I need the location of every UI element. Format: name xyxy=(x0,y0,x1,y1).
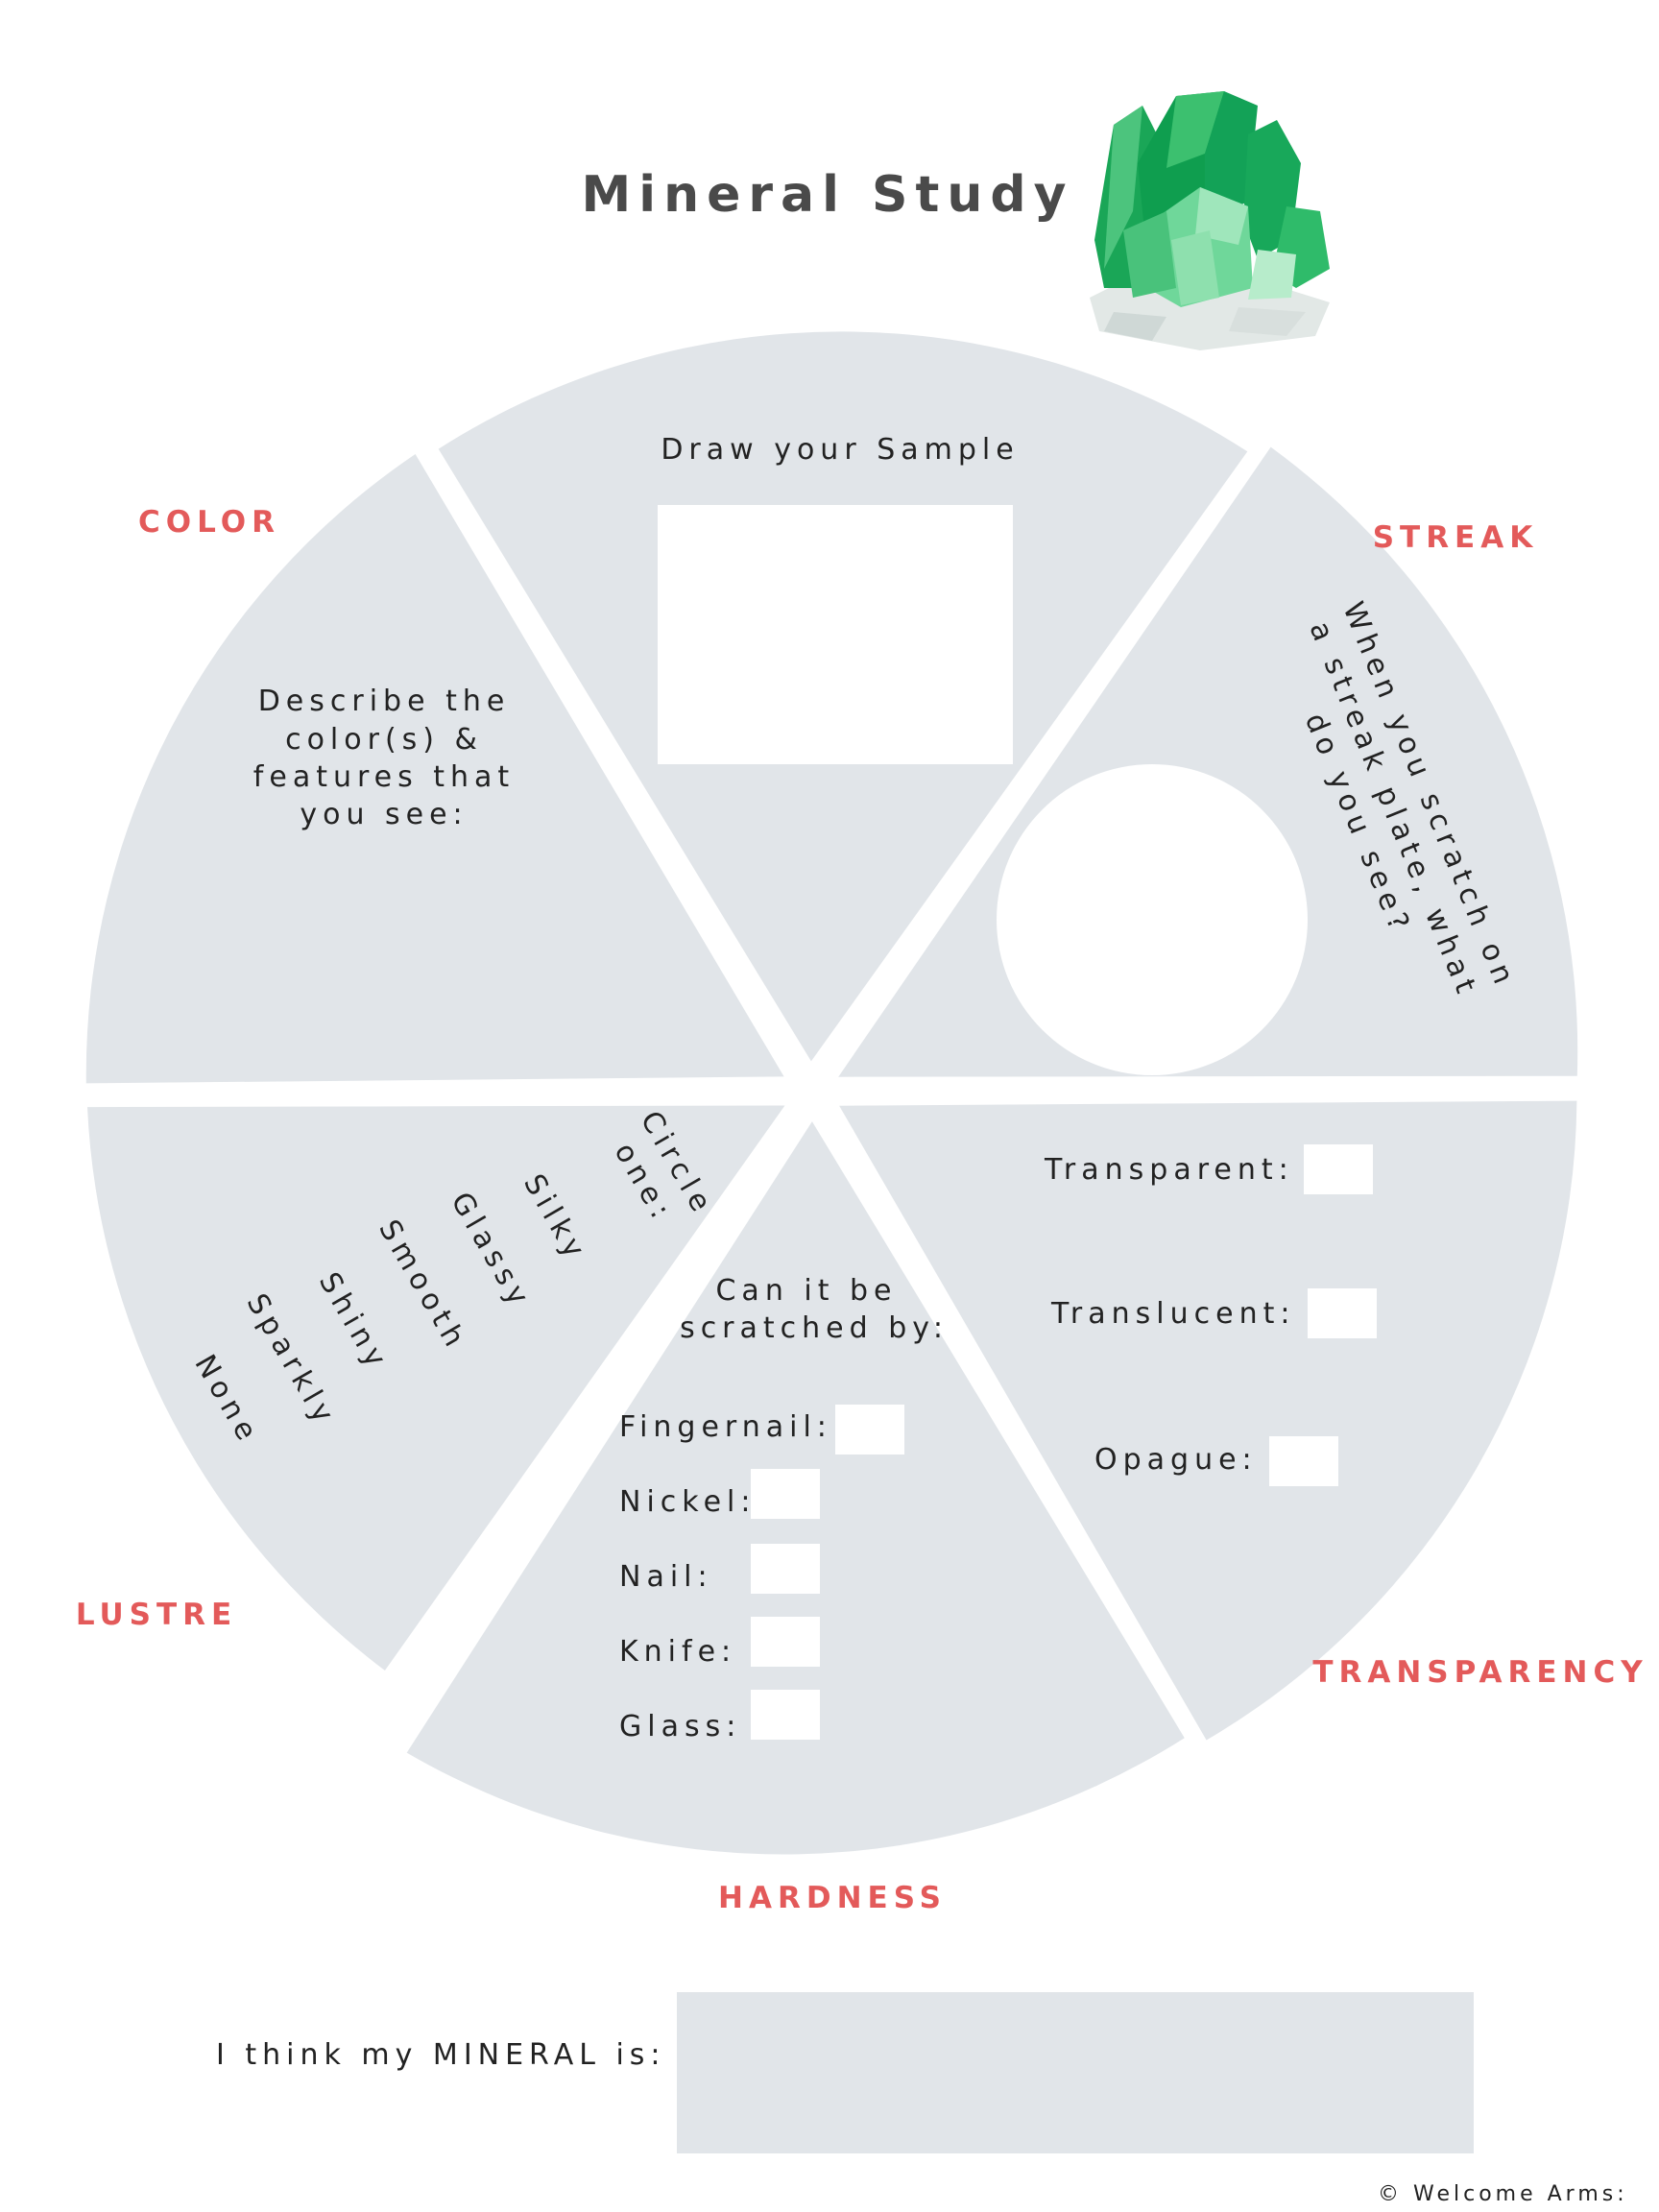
wedge-hardness xyxy=(406,1121,1185,1855)
color-prompt-line: you see: xyxy=(300,798,468,831)
fingernail-checkbox[interactable] xyxy=(835,1405,904,1455)
wedge-lustre xyxy=(87,1105,785,1671)
nickel-label: Nickel: xyxy=(619,1485,756,1519)
nail-checkbox[interactable] xyxy=(751,1544,820,1594)
emerald-crystal-icon xyxy=(1090,91,1330,350)
sample-drawing-box[interactable] xyxy=(658,505,1013,764)
color-prompt-line: features that xyxy=(253,760,515,794)
sample-prompt: Draw your Sample xyxy=(661,433,1019,467)
answer-box[interactable] xyxy=(677,1992,1474,2153)
transparent-checkbox[interactable] xyxy=(1304,1144,1373,1194)
wedge-color xyxy=(85,454,784,1084)
lustre-heading: LUSTRE xyxy=(76,1598,237,1632)
transparency-heading: TRANSPARENCY xyxy=(1312,1655,1647,1690)
streak-circle[interactable] xyxy=(997,764,1308,1075)
color-prompt: Describe the color(s) & features that yo… xyxy=(253,685,515,831)
knife-label: Knife: xyxy=(619,1635,736,1669)
color-prompt-line: color(s) & xyxy=(285,723,483,757)
hardness-heading: HARDNESS xyxy=(718,1881,947,1915)
hardness-prompt-line: Can it be xyxy=(715,1274,897,1308)
nickel-checkbox[interactable] xyxy=(751,1469,820,1519)
wedge-sample xyxy=(438,331,1248,1062)
streak-heading: STREAK xyxy=(1373,520,1539,555)
answer-label: I think my MINERAL is: xyxy=(216,2038,666,2072)
glass-label: Glass: xyxy=(619,1710,741,1743)
nail-label: Nail: xyxy=(619,1560,713,1594)
translucent-label: Translucent: xyxy=(1050,1297,1295,1331)
opague-checkbox[interactable] xyxy=(1269,1436,1338,1486)
wedge-streak xyxy=(838,446,1578,1077)
hardness-prompt-line: scratched by: xyxy=(680,1311,949,1345)
fingernail-label: Fingernail: xyxy=(619,1410,832,1444)
color-prompt-line: Describe the xyxy=(258,685,511,718)
knife-checkbox[interactable] xyxy=(751,1617,820,1667)
opague-label: Opague: xyxy=(1094,1443,1258,1477)
transparent-label: Transparent: xyxy=(1044,1153,1294,1187)
glass-checkbox[interactable] xyxy=(751,1690,820,1740)
copyright-notice: © Welcome Arms: xyxy=(1378,2182,1628,2206)
translucent-checkbox[interactable] xyxy=(1308,1288,1377,1338)
page-title: Mineral Study xyxy=(582,166,1074,224)
color-heading: COLOR xyxy=(138,505,280,540)
wedge-transparency xyxy=(839,1100,1577,1741)
